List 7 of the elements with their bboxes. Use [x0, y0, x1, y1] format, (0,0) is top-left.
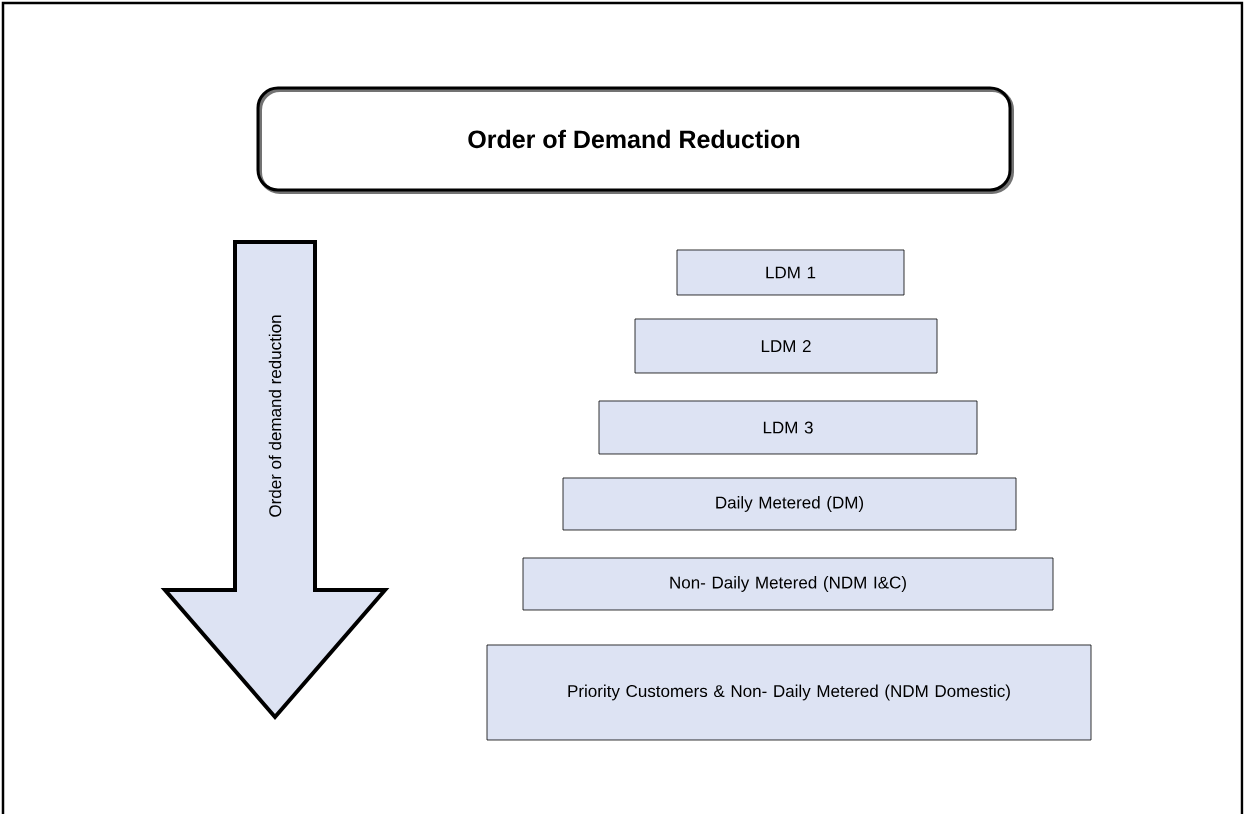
tier-box: Priority Customers & Non- Daily Metered (NDM Domestic)	[486, 644, 1092, 741]
tier-box: LDM 1	[676, 249, 905, 296]
tier-box: LDM 3	[598, 400, 978, 455]
tier-box: Daily Metered (DM)	[562, 477, 1017, 531]
tier-box: Non- Daily Metered (NDM I&C)	[522, 557, 1054, 611]
title-box: Order of Demand Reduction	[256, 86, 1014, 194]
tier-box: LDM 2	[634, 318, 938, 374]
